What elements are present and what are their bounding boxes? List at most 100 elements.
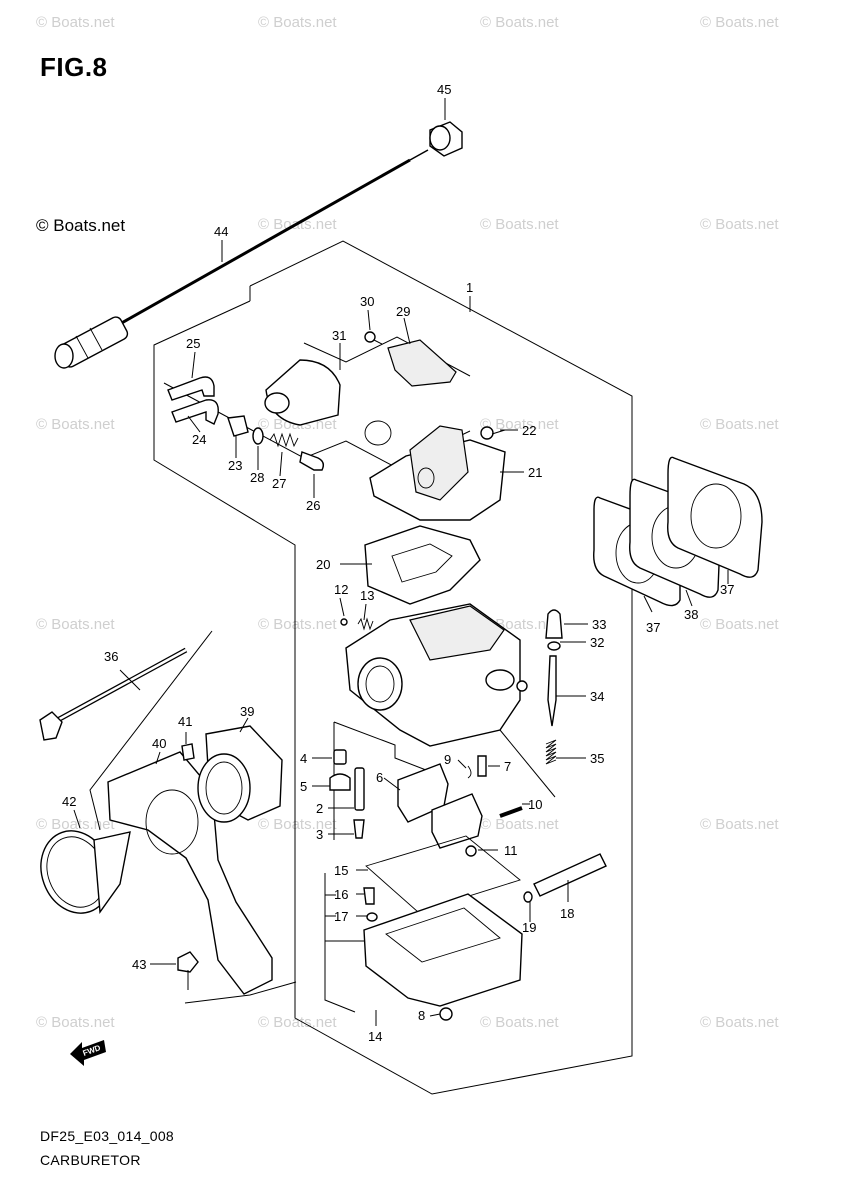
callout-45: 45 [437,82,451,97]
watermark: © Boats.net [36,616,115,633]
callout-10: 10 [528,797,542,812]
callout-20: 20 [316,557,330,572]
intake-boundary [184,981,297,1004]
watermark: © Boats.net [36,1014,115,1031]
oring-17 [366,912,378,922]
pin-10 [499,806,523,818]
gasket-15 [365,835,521,913]
watermark: © Boats.net [36,816,115,833]
spring-13 [357,617,374,631]
housing-31 [264,359,392,446]
callout-22: 22 [522,423,536,438]
callout-26: 26 [306,498,320,513]
callout-14: 14 [368,1029,382,1044]
figure-title: FIG.8 [40,52,108,82]
callout-44: 44 [214,224,228,239]
leader-lines [73,98,729,1026]
copyright-notice: © Boats.net [36,216,126,235]
callout-23: 23 [228,458,242,473]
watermark: © Boats.net [480,14,559,31]
diagram-code: DF25_E03_014_008 [40,1128,175,1144]
needle-valve-9 [467,765,472,779]
cap-33 [545,609,563,639]
watermark: © Boats.net [480,416,559,433]
nut-45 [429,121,463,157]
elbow-24 [171,399,219,425]
callout-31: 31 [332,328,346,343]
callout-15: 15 [334,863,348,878]
diagram-name: CARBURETOR [40,1152,141,1168]
callout-5: 5 [300,779,307,794]
watermark: © Boats.net [700,816,779,833]
float-bowl [363,893,523,1007]
callout-4: 4 [300,751,307,766]
throttle-cable [117,158,411,327]
watermark: © Boats.net [700,416,779,433]
callout-19: 19 [522,920,536,935]
screw-22 [480,426,506,440]
plunger-26 [299,451,325,471]
watermark: © Boats.net [258,816,337,833]
cap-29 [387,339,457,387]
oring-28 [252,427,264,445]
tube-2 [354,767,365,811]
bracket-40-hole [145,789,199,855]
bolt-36 [39,647,188,741]
callout-6: 6 [376,770,383,785]
callout-29: 29 [396,304,410,319]
watermark: © Boats.net [700,216,779,233]
callout-12: 12 [334,582,348,597]
callout-28: 28 [250,470,264,485]
body-21 [369,425,506,521]
screw-12 [340,618,348,626]
callout-32: 32 [590,635,604,650]
watermark: © Boats.net [258,14,337,31]
callout-34: 34 [590,689,604,704]
callout-38: 38 [684,607,698,622]
watermark: © Boats.net [480,216,559,233]
jet-3 [353,819,365,839]
hose-18 [533,853,607,897]
bolt-43 [177,951,199,990]
callout-40: 40 [152,736,166,751]
screw-11 [465,845,477,857]
watermark: © Boats.net [700,616,779,633]
callout-37: 37 [720,582,734,597]
intake-pipe-39 [197,725,283,823]
watermark: © Boats.net [480,816,559,833]
watermark: © Boats.net [700,14,779,31]
callout-11: 11 [504,843,518,858]
callout-24: 24 [192,432,206,447]
needle-bracket [499,729,556,798]
plug-41 [181,743,195,761]
callout-42: 42 [62,794,76,809]
clip-19 [523,891,533,903]
callout-17: 17 [334,909,348,924]
fitting-23 [227,415,249,437]
callout-21: 21 [528,465,542,480]
float-bracket [324,873,356,1013]
assembly-boundary [153,240,633,1095]
screw-30 [364,331,383,345]
callout-3: 3 [316,827,323,842]
jet-5 [329,773,351,791]
watermark: © Boats.net [480,1014,559,1031]
callout-18: 18 [560,906,574,921]
watermark: © Boats.net [258,616,337,633]
callout-36: 36 [104,649,118,664]
spring-27 [269,432,299,448]
callout-16: 16 [334,887,348,902]
spring-35 [545,739,557,765]
callout-13: 13 [360,588,374,603]
cable-fitting [54,316,129,369]
screw-16 [363,887,375,905]
callout-37: 37 [646,620,660,635]
elbow-25 [167,376,215,401]
gasket-20-channel [391,543,453,583]
callout-2: 2 [316,801,323,816]
callout-8: 8 [418,1008,425,1023]
watermark: © Boats.net [36,416,115,433]
callout-39: 39 [240,704,254,719]
gasket-37-front [667,456,763,578]
